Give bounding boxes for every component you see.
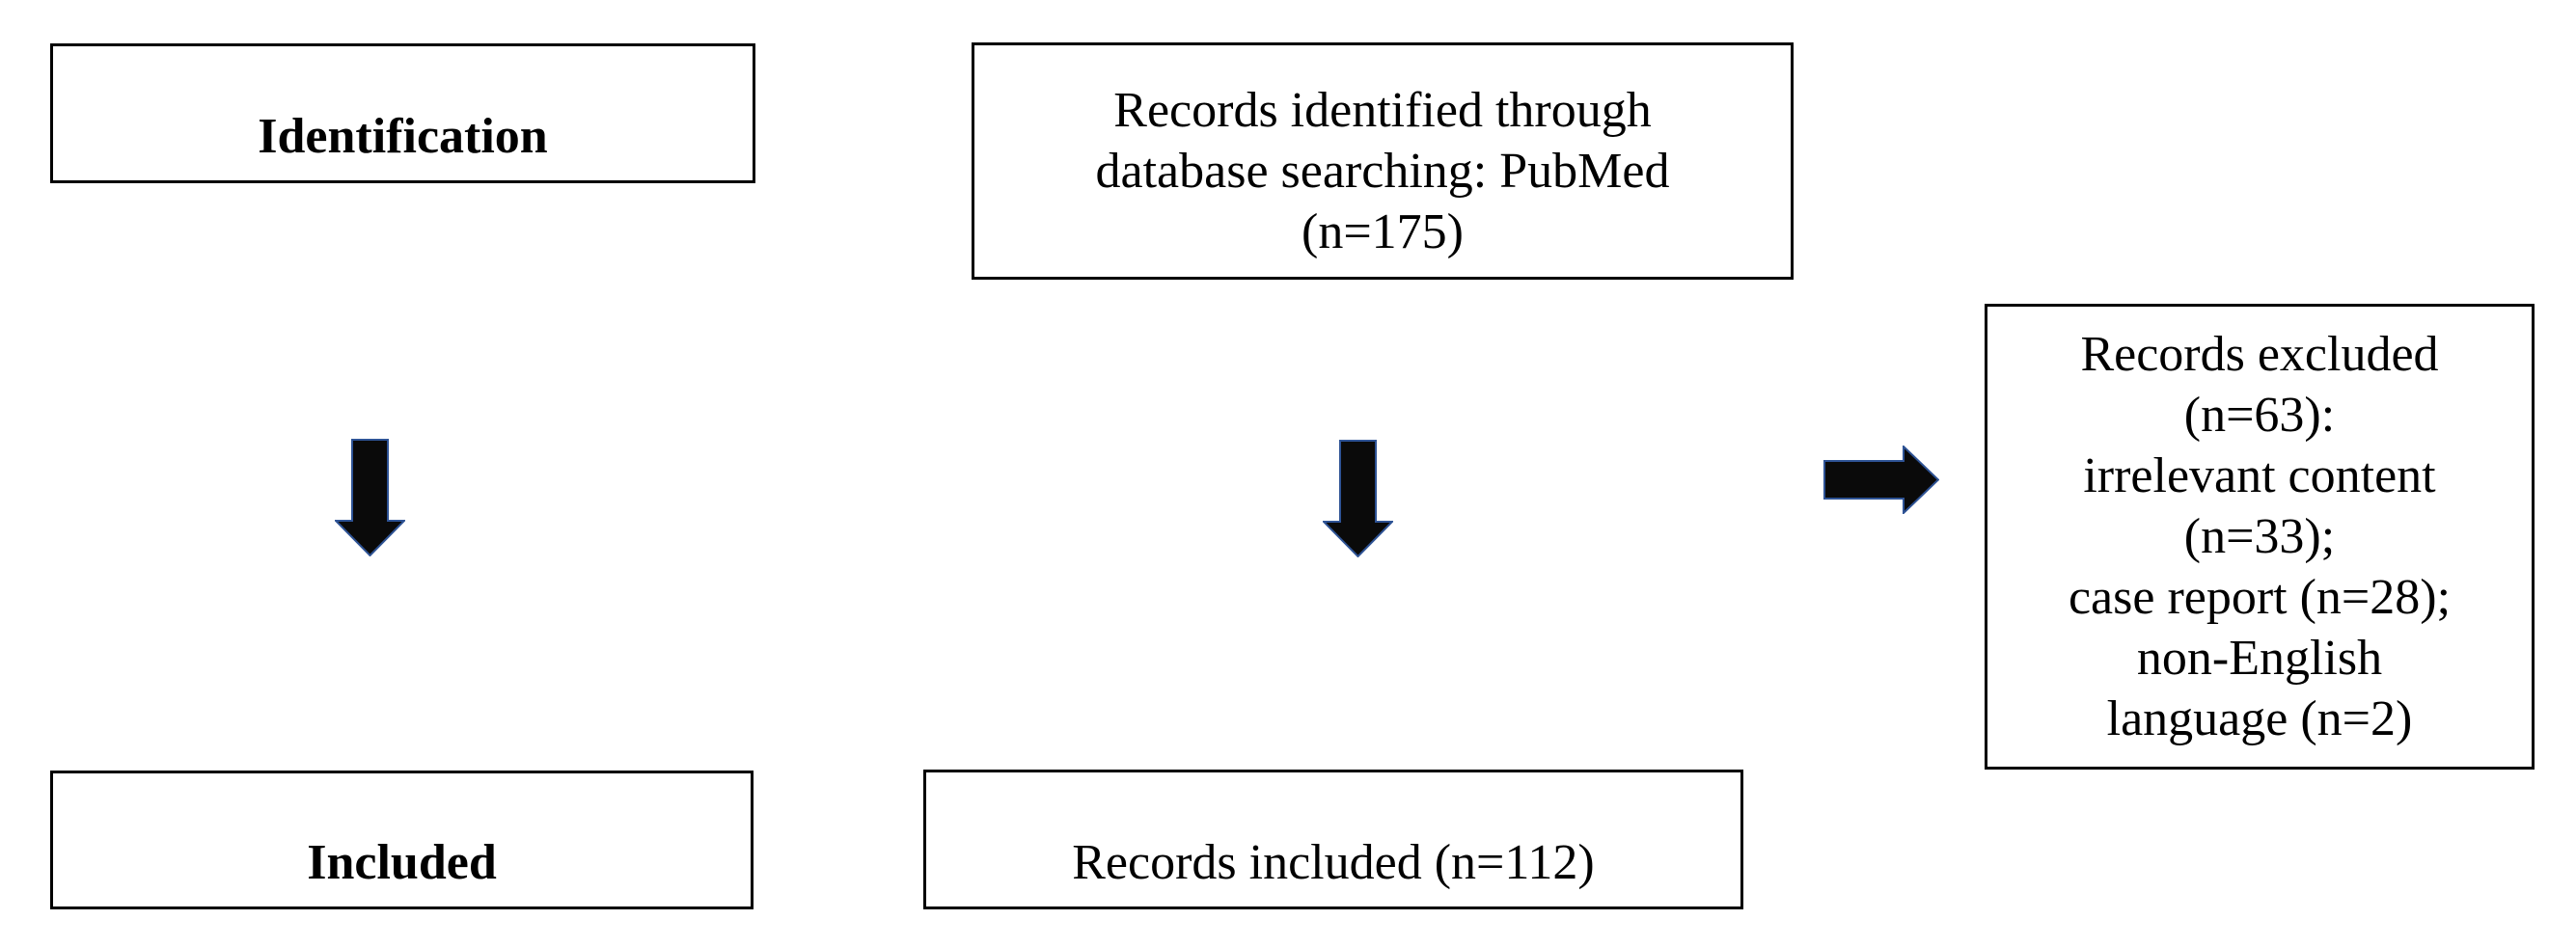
identification-stage-label: Identification xyxy=(258,108,548,164)
down-arrow-icon xyxy=(1323,440,1393,557)
records-identified-line-2: database searching: PubMed xyxy=(1095,143,1670,199)
records-identified-count: (n=175) xyxy=(1302,203,1464,259)
records-excluded-box: Records excluded (n=63): irrelevant cont… xyxy=(1985,304,2535,770)
records-excluded-line-1: Records excluded xyxy=(2080,327,2439,382)
records-included-label: Records included (n=112) xyxy=(1072,835,1595,890)
included-stage-label: Included xyxy=(307,835,497,890)
records-excluded-line-4: (n=33); xyxy=(2183,509,2336,564)
records-excluded-line-5: case report (n=28); xyxy=(2068,570,2452,625)
records-identified-line-1: Records identified through xyxy=(1113,82,1652,138)
records-excluded-line-3: irrelevant content xyxy=(2083,448,2436,503)
identification-stage-box: Identification xyxy=(50,43,755,183)
records-excluded-count: (n=63): xyxy=(2183,388,2336,443)
records-excluded-line-6: non-English xyxy=(2136,631,2383,686)
records-included-box: Records included (n=112) xyxy=(923,770,1743,909)
down-arrow-icon xyxy=(335,439,405,556)
right-arrow-icon xyxy=(1823,446,1939,514)
records-identified-box: Records identified through database sear… xyxy=(972,42,1794,280)
included-stage-box: Included xyxy=(50,771,754,909)
records-excluded-line-7: language (n=2) xyxy=(2106,691,2413,746)
